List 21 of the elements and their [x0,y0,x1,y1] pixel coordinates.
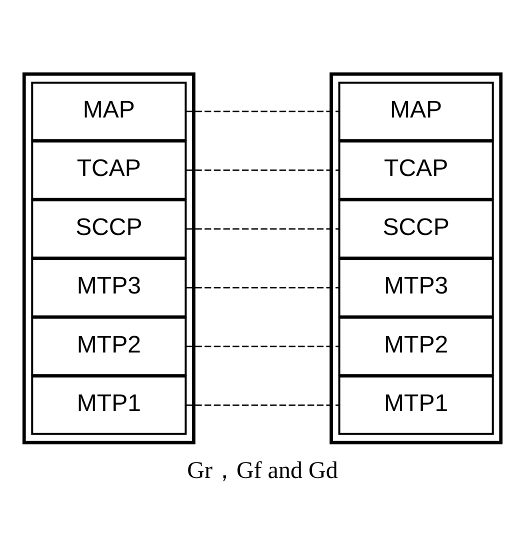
node-box: TCAP [31,140,187,200]
connector [186,169,339,170]
connector [186,228,339,230]
node-box: SCCP [31,198,187,258]
cluster [330,72,503,444]
connector [186,404,339,406]
node-box: MAP [31,81,187,141]
node-box: MAP [338,81,494,141]
node-box: MTP2 [338,316,494,376]
node-box: MTP2 [31,316,187,376]
node-box: MTP3 [338,257,494,317]
node-box: MTP1 [31,374,187,434]
node-box: MTP1 [338,374,494,434]
connector [186,110,339,112]
caption: Gr，Gf and Gd [187,457,338,484]
node-box: SCCP [338,198,494,258]
connector [186,286,339,288]
node-box: MTP3 [31,257,187,317]
cluster [22,72,196,444]
node-box: TCAP [338,140,494,200]
connector [186,345,339,347]
